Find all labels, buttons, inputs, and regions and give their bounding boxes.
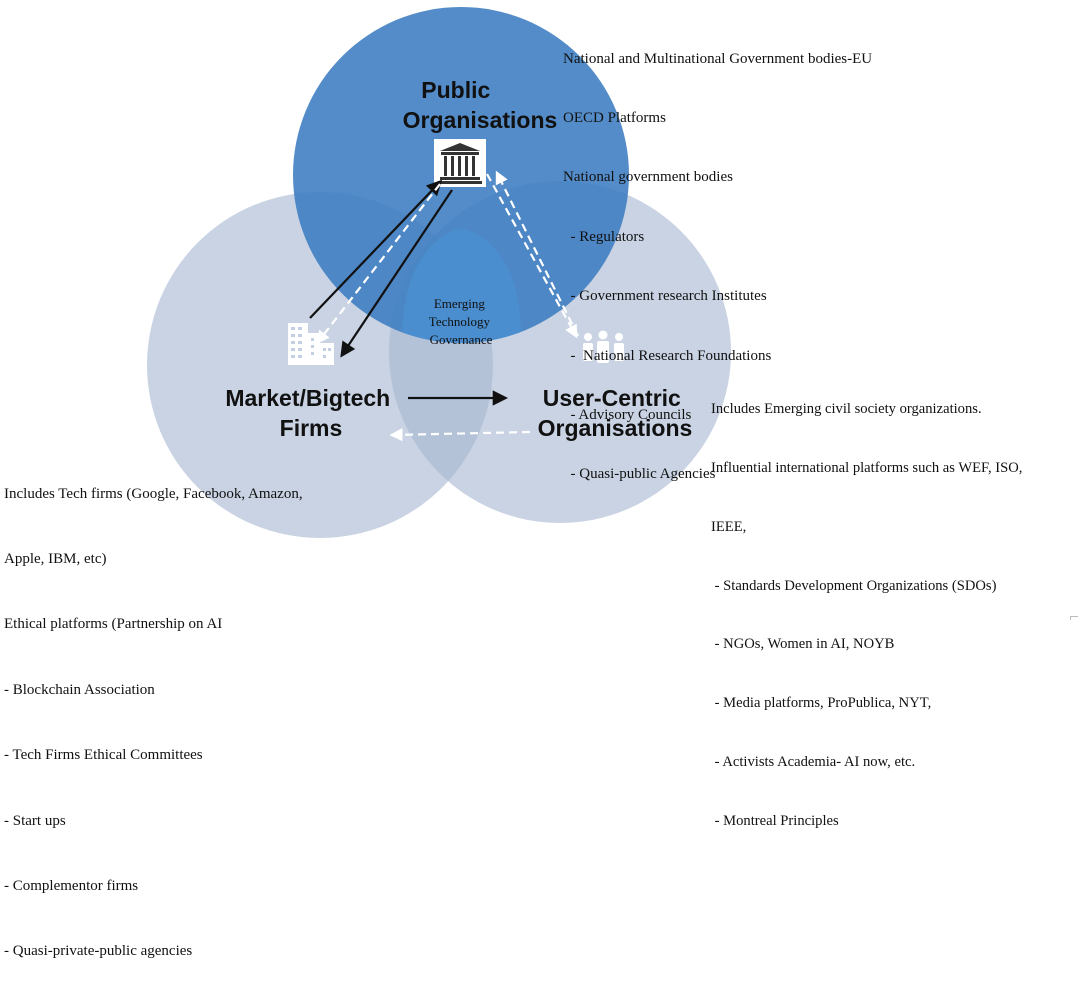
note-line: - Start ups bbox=[4, 812, 66, 829]
dashed-arrow-user-to-market bbox=[389, 428, 531, 442]
note-line: Ethical platforms (Partnership on AI bbox=[4, 616, 223, 633]
note-line: - Tech Firms Ethical Committees bbox=[4, 747, 203, 764]
market-title: Market/Bigtech Firms bbox=[225, 385, 396, 441]
note-line: - Activists Academia- AI now, etc. bbox=[711, 753, 916, 770]
note-line: Apple, IBM, etc) bbox=[4, 550, 107, 567]
center-intersection bbox=[402, 228, 521, 343]
note-line: OECD Platforms bbox=[563, 109, 666, 126]
people-group-icon bbox=[583, 330, 624, 363]
arrow-market-to-public bbox=[309, 179, 443, 319]
user-centric-note: Includes Emerging civil society organiza… bbox=[711, 361, 1022, 851]
note-line: - Standards Development Organizations (S… bbox=[711, 577, 997, 594]
user-title: User-Centric Organisations bbox=[538, 385, 693, 441]
note-line: - Complementor firms bbox=[4, 877, 139, 894]
note-line: Influential international platforms such… bbox=[711, 459, 1023, 476]
note-line: - Government research Institutes bbox=[563, 288, 767, 305]
dashed-arrow-public-to-market bbox=[316, 183, 441, 345]
note-line: - Media platforms, ProPublica, NYT, bbox=[711, 695, 932, 712]
note-line: - National Research Foundations bbox=[563, 347, 772, 364]
market-bigtech-note: Includes Tech firms (Google, Facebook, A… bbox=[4, 440, 303, 985]
government-building-icon bbox=[434, 139, 486, 187]
note-line: National government bodies bbox=[563, 169, 733, 186]
dashed-arrow-public-to-user bbox=[486, 173, 578, 339]
note-line: Includes Tech firms (Google, Facebook, A… bbox=[4, 485, 303, 502]
corner-mark bbox=[1070, 616, 1078, 620]
note-line: - Advisory Councils bbox=[563, 406, 692, 423]
note-line: Includes Emerging civil society organiza… bbox=[711, 401, 982, 418]
note-line: National and Multinational Government bo… bbox=[563, 50, 873, 67]
note-line: - Regulators bbox=[563, 228, 645, 245]
arrow-public-to-market bbox=[340, 189, 453, 358]
public-title: Public Organisations bbox=[403, 77, 558, 133]
note-line: - Blockchain Association bbox=[4, 681, 155, 698]
note-line: - Quasi-private-public agencies bbox=[4, 943, 193, 960]
venn-diagram: Public Organisations Market/Bigtech Firm… bbox=[147, 7, 731, 538]
public-organisations-note: National and Multinational Government bo… bbox=[563, 10, 872, 505]
dashed-arrow-user-to-public bbox=[495, 170, 579, 337]
center-label: Emerging Technology Governance bbox=[429, 296, 493, 347]
note-line: IEEE, bbox=[711, 518, 747, 535]
note-line: - NGOs, Women in AI, NOYB bbox=[711, 636, 895, 653]
note-line: - Quasi-public Agencies bbox=[563, 466, 716, 483]
note-line: - Montreal Principles bbox=[711, 812, 839, 829]
